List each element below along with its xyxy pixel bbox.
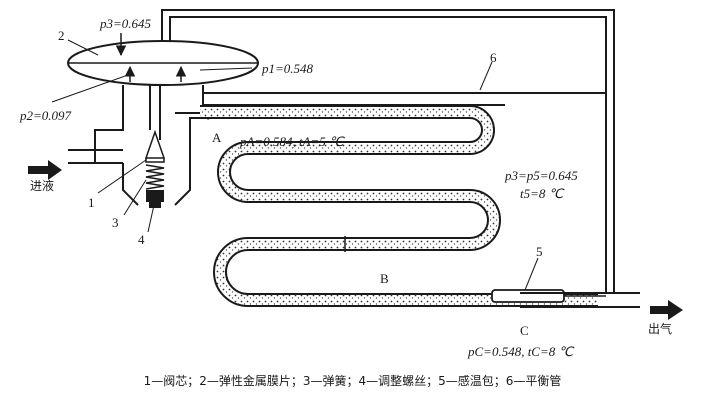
label-C: C [520,323,529,338]
evaporator-coil [200,105,598,307]
label-p2: p2=0.097 [19,108,72,123]
spring [145,164,165,190]
label-t5: t5=8 ℃ [520,186,565,201]
label-outlet: 出气 [648,321,672,336]
label-p3: p3=0.645 [99,16,152,31]
diaphragm-housing [67,40,259,86]
label-p3p5: p3=p5=0.645 [504,168,578,183]
adjusting-screw [146,190,164,208]
callout-6: 6 [490,50,497,65]
callout-5: 5 [536,244,543,259]
callout-3: 3 [112,215,119,230]
legend-caption: 1—阀芯；2—弹性金属膜片；3—弹簧；4—调整螺丝；5—感温包；6—平衡管 [143,374,562,388]
label-B: B [380,271,389,286]
label-inlet: 进液 [30,178,54,193]
valve-body [94,85,204,206]
label-p1: p1=0.548 [261,61,314,76]
label-pA: pA=0.584, tA=5 ℃ [239,134,345,149]
callout-2: 2 [58,28,65,43]
outlet-pipe [520,292,640,308]
outlet-arrow [650,300,683,320]
callout-leaders [51,39,539,291]
callout-4: 4 [138,232,145,247]
inlet-arrow [28,160,62,180]
equalizer-line [161,9,615,293]
inlet-pipe [68,149,123,164]
label-pC: pC=0.548, tC=8 ℃ [467,344,574,359]
valve-core [144,129,166,163]
label-A: A [212,130,222,145]
pressure-arrows [115,33,187,82]
callout-1: 1 [88,195,95,210]
